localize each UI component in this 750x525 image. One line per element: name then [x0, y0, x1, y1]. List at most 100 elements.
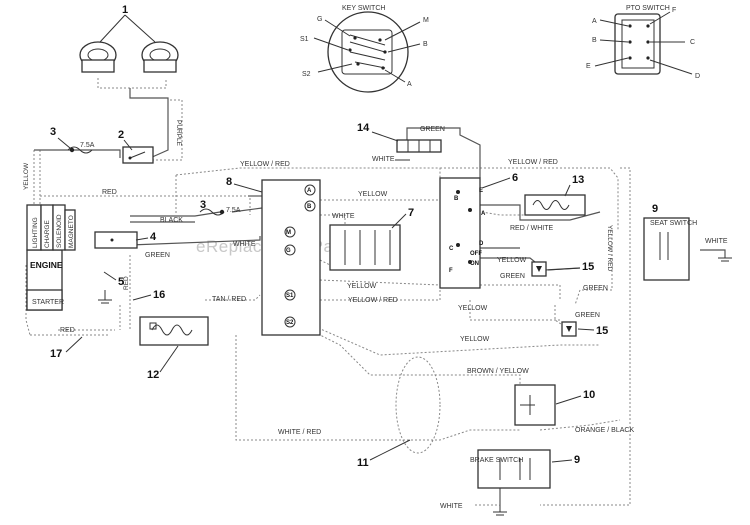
wire-purple: PURPLE — [175, 120, 182, 147]
callout-1: 1 — [122, 4, 128, 16]
starter-label: STARTER — [32, 299, 64, 306]
wire-yellow-red-top: YELLOW / RED — [240, 161, 290, 168]
svg-text:ON: ON — [470, 261, 479, 267]
component-2-switch — [122, 146, 154, 164]
key-term-s1: S1 — [300, 36, 309, 43]
callout-7: 7 — [408, 207, 414, 219]
pto-term-e: E — [586, 63, 591, 70]
svg-text:B: B — [454, 196, 459, 202]
wire-yellow-left: YELLOW — [23, 162, 30, 190]
component-6-pto-block — [439, 177, 481, 289]
callout-14: 14 — [357, 122, 370, 134]
callouts: 1 2 3 4 5 6 7 8 9 10 11 12 13 14 15 16 1… — [50, 4, 658, 469]
component-7-module — [329, 224, 401, 271]
callout-3: 3 — [50, 126, 56, 138]
callout-12: 12 — [147, 369, 159, 381]
key-block-terminals: A B M G S1 S2 — [284, 184, 316, 328]
svg-text:B: B — [307, 204, 312, 210]
brake-switch-label: BRAKE SWITCH — [470, 457, 523, 464]
svg-text:F: F — [449, 268, 453, 274]
callout-5: 5 — [118, 276, 124, 288]
key-term-b: B — [423, 41, 428, 48]
pto-term-f: F — [672, 7, 676, 14]
pto-term-b: B — [592, 37, 597, 44]
wire-green-right: GREEN — [583, 285, 608, 292]
wire-yellow-red-center: YELLOW / RED — [348, 297, 398, 304]
wire-white-bottom: WHITE — [440, 503, 463, 510]
engine-term-lighting: LIGHTING — [32, 217, 39, 248]
wire-white-red: WHITE / RED — [278, 429, 321, 436]
component-9-seat-switch — [643, 217, 690, 281]
seat-switch-label: SEAT SWITCH — [650, 220, 697, 227]
pto-switch-detail — [594, 11, 693, 75]
svg-text:A: A — [481, 211, 486, 217]
pto-block-terminals: E B A C D OFF ON F — [449, 188, 486, 274]
pto-switch-title: PTO SWITCH — [626, 5, 670, 12]
key-term-m: M — [423, 17, 429, 24]
fuse-3-top — [67, 146, 93, 154]
component-12-solenoid — [139, 316, 209, 346]
pto-term-a: A — [592, 18, 597, 25]
wire-green-pto: GREEN — [500, 273, 525, 280]
svg-text:A: A — [307, 188, 312, 194]
svg-text:D: D — [479, 241, 484, 247]
key-switch-detail — [313, 11, 421, 93]
key-term-s2: S2 — [302, 71, 311, 78]
wire-white-left: WHITE — [233, 241, 256, 248]
component-10-switch — [514, 384, 556, 426]
wire-brown-yellow: BROWN / YELLOW — [467, 368, 529, 375]
ground-symbols — [98, 159, 732, 516]
key-term-g: G — [317, 16, 322, 23]
wire-yellow-red-vert: YELLOW / RED — [606, 225, 613, 272]
wire-red-vert: RED — [123, 276, 130, 290]
callout-9-seat: 9 — [652, 203, 658, 215]
wire-yellow-red-right: YELLOW / RED — [508, 159, 558, 166]
fuse-3-mid — [199, 208, 225, 216]
wire-white-seat: WHITE — [705, 238, 728, 245]
callout-13: 13 — [572, 174, 584, 186]
callout-9-brake: 9 — [574, 454, 580, 466]
headlights — [79, 14, 179, 73]
diode-15-lower — [561, 321, 577, 337]
engine-term-charge: CHARGE — [44, 220, 51, 248]
wire-red-top: RED — [102, 189, 117, 196]
wire-red-low: RED — [60, 327, 75, 334]
diode-15-upper — [531, 261, 547, 277]
engine-block — [26, 204, 76, 311]
callout-15-upper: 15 — [582, 261, 594, 273]
wire-orange-black: ORANGE / BLACK — [575, 427, 634, 434]
key-term-a: A — [407, 81, 412, 88]
wire-green-diode: GREEN — [575, 312, 600, 319]
pto-term-c: C — [690, 39, 695, 46]
component-14-connector — [396, 139, 442, 153]
svg-text:C: C — [449, 246, 454, 252]
callout-17: 17 — [50, 348, 62, 360]
fuse-2-label: 7.5A — [226, 207, 241, 214]
svg-text:E: E — [479, 188, 483, 194]
svg-text:M: M — [286, 230, 291, 236]
fuse-1-label: 7.5A — [80, 142, 95, 149]
wire-green-left: GREEN — [145, 252, 170, 259]
engine-label: ENGINE — [30, 260, 63, 270]
svg-text:S1: S1 — [286, 293, 294, 299]
key-switch-title: KEY SWITCH — [342, 5, 385, 12]
wire-white-mid: WHITE — [332, 213, 355, 220]
callout-3-mid: 3 — [200, 199, 206, 211]
wire-yellow-center: YELLOW — [347, 283, 377, 290]
callout-6: 6 — [512, 172, 518, 184]
component-4-connector — [94, 231, 138, 249]
wire-yellow-pto: YELLOW — [497, 257, 527, 264]
engine-term-solenoid: SOLENOID — [56, 214, 63, 248]
component-9-brake-switch — [477, 449, 551, 489]
wire-black: BLACK — [160, 217, 183, 224]
wire-white-14: WHITE — [372, 156, 395, 163]
wire-green-top: GREEN — [420, 126, 445, 133]
wires — [25, 78, 726, 512]
callout-16: 16 — [153, 289, 165, 301]
engine-term-magneto: MAGNETO — [68, 215, 75, 248]
callout-11: 11 — [357, 457, 369, 469]
svg-text:OFF: OFF — [470, 251, 482, 257]
pto-term-d: D — [695, 73, 700, 80]
callout-4: 4 — [150, 231, 157, 243]
